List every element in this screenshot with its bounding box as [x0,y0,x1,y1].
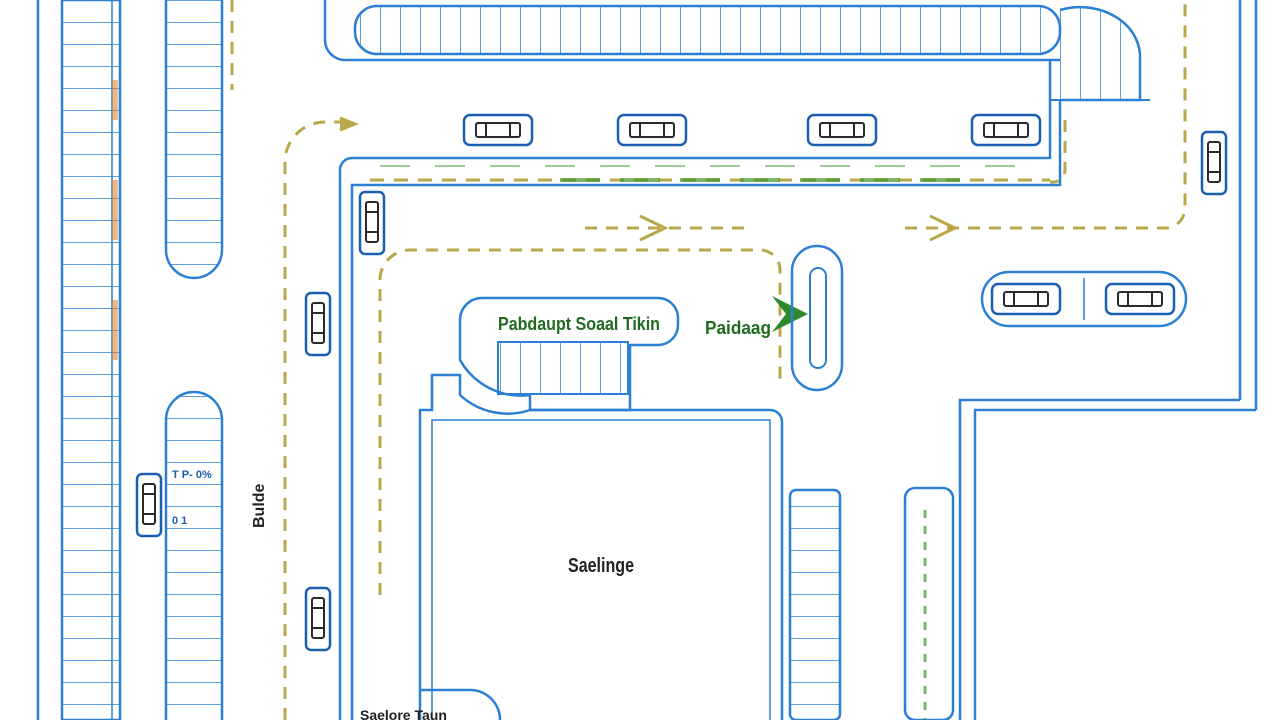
pickup-area: Pabdaupt Soaal Tikin Paidaag [458,296,771,412]
direction-arrow-icon [339,116,959,242]
left-island-label-2: 0 1 [172,515,187,527]
car-icon [135,472,163,538]
left-upper-island [164,0,224,280]
cars [135,113,1228,652]
car-icon [1200,130,1228,196]
top-stall-row [323,0,1150,102]
left-lower-island: T P- 0% 0 1 [164,390,224,720]
building-label: Saelinge [568,555,634,577]
travel-paths [230,0,1187,720]
road-edge [338,60,1062,720]
car-icon [990,282,1062,316]
car-icon [1104,282,1176,316]
car-icon [616,113,688,147]
car-icon [304,586,332,652]
car-icon [462,113,534,147]
right-stall-block [788,486,955,720]
pickup-arrow-label: Paidaag [705,318,771,338]
left-vertical-label: Bulde [251,483,268,528]
car-icon [806,113,878,147]
car-icon [358,190,386,256]
pickup-label: Pabdaupt Soaal Tikin [498,314,660,334]
car-icon [304,291,332,357]
right-oval-island [980,270,1188,328]
car-icon [970,113,1042,147]
building: Saelinge Saelore Taun [360,373,784,720]
bottom-label: Saelore Taun [360,707,447,720]
pickup-arrow-icon [772,296,808,332]
small-island [790,244,844,392]
left-stall-column [60,0,122,720]
left-island-label: T P- 0% [172,469,212,481]
lot-boundaries [36,0,1258,720]
lane-markings [370,165,1050,182]
